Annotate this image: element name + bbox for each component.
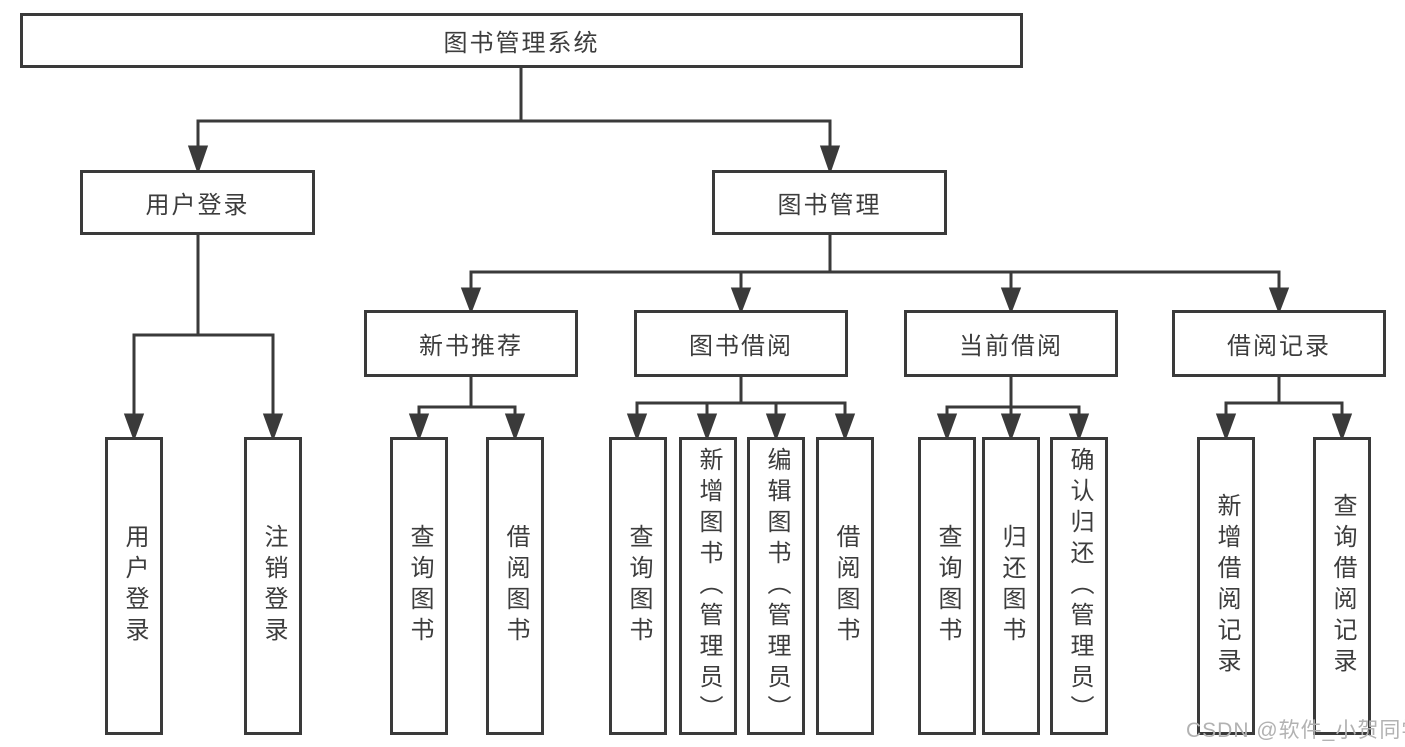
connector-borrow-records-to-leaves [1215, 374, 1353, 442]
leaf-edit-book-admin: 编辑图书（管理员） [747, 437, 805, 735]
leaf-add-borrow-record-label: 新增借阅记录 [1213, 493, 1240, 679]
leaf-return-book: 归还图书 [982, 437, 1040, 735]
node-borrow-records: 借阅记录 [1172, 310, 1386, 377]
connector-book-management-to-level2 [460, 232, 1290, 315]
arrow-down-icon [626, 413, 648, 442]
leaf-logout: 注销登录 [244, 437, 302, 735]
arrow-down-icon [819, 145, 841, 175]
leaf-query-books-borrowing-label: 查询图书 [625, 524, 652, 648]
arrow-down-icon [765, 413, 787, 442]
leaf-confirm-return-admin: 确认归还（管理员） [1050, 437, 1108, 735]
csdn-watermark: CSDN @软件_小贺同学 [1186, 719, 1405, 742]
leaf-query-books-borrowing: 查询图书 [609, 437, 667, 735]
connector-new-book-recommend-to-leaves [408, 374, 526, 442]
leaf-borrow-books-borrowing-label: 借阅图书 [832, 524, 859, 648]
leaf-return-book-label: 归还图书 [998, 524, 1025, 648]
node-current-borrowing: 当前借阅 [904, 310, 1118, 377]
connector-current-borrowing-to-leaves [936, 374, 1090, 442]
arrow-down-icon [504, 413, 526, 442]
connector-root-to-level1 [187, 66, 841, 175]
arrow-down-icon [1000, 413, 1022, 442]
node-book-borrowing: 图书借阅 [634, 310, 848, 377]
arrow-down-icon [1068, 413, 1090, 442]
leaf-borrow-books-borrowing: 借阅图书 [816, 437, 874, 735]
arrow-down-icon [936, 413, 958, 442]
arrow-down-icon [1331, 413, 1353, 442]
leaf-query-books-current-label: 查询图书 [934, 524, 961, 648]
leaf-user-login: 用户登录 [105, 437, 163, 735]
node-user-login: 用户登录 [80, 170, 315, 235]
node-library-management-system: 图书管理系统 [20, 13, 1023, 68]
arrow-down-icon [408, 413, 430, 442]
leaf-user-login-label: 用户登录 [121, 524, 148, 648]
leaf-edit-book-admin-label: 编辑图书（管理员） [763, 446, 790, 726]
node-new-book-recommend: 新书推荐 [364, 310, 578, 377]
node-book-management: 图书管理 [712, 170, 947, 235]
arrow-down-icon [696, 413, 718, 442]
arrow-down-icon [1000, 287, 1022, 315]
arrow-down-icon [730, 287, 752, 315]
arrow-down-icon [123, 413, 145, 442]
leaf-query-books-recommend-label: 查询图书 [406, 524, 433, 648]
arrow-down-icon [262, 413, 284, 442]
leaf-query-borrow-record-label: 查询借阅记录 [1329, 493, 1356, 679]
leaf-query-books-current: 查询图书 [918, 437, 976, 735]
leaf-query-borrow-record: 查询借阅记录 [1313, 437, 1371, 735]
leaf-borrow-books-recommend-label: 借阅图书 [502, 524, 529, 648]
arrow-down-icon [1268, 287, 1290, 315]
leaf-add-book-admin: 新增图书（管理员） [679, 437, 737, 735]
leaf-borrow-books-recommend: 借阅图书 [486, 437, 544, 735]
arrow-down-icon [834, 413, 856, 442]
arrow-down-icon [460, 287, 482, 315]
leaf-logout-label: 注销登录 [260, 524, 287, 648]
connector-user-login-to-leaves [123, 232, 284, 442]
connector-book-borrowing-to-leaves [626, 374, 856, 442]
arrow-down-icon [1215, 413, 1237, 442]
leaf-confirm-return-admin-label: 确认归还（管理员） [1066, 446, 1093, 726]
arrow-down-icon [187, 145, 209, 175]
leaf-add-borrow-record: 新增借阅记录 [1197, 437, 1255, 735]
leaf-add-book-admin-label: 新增图书（管理员） [695, 446, 722, 726]
leaf-query-books-recommend: 查询图书 [390, 437, 448, 735]
